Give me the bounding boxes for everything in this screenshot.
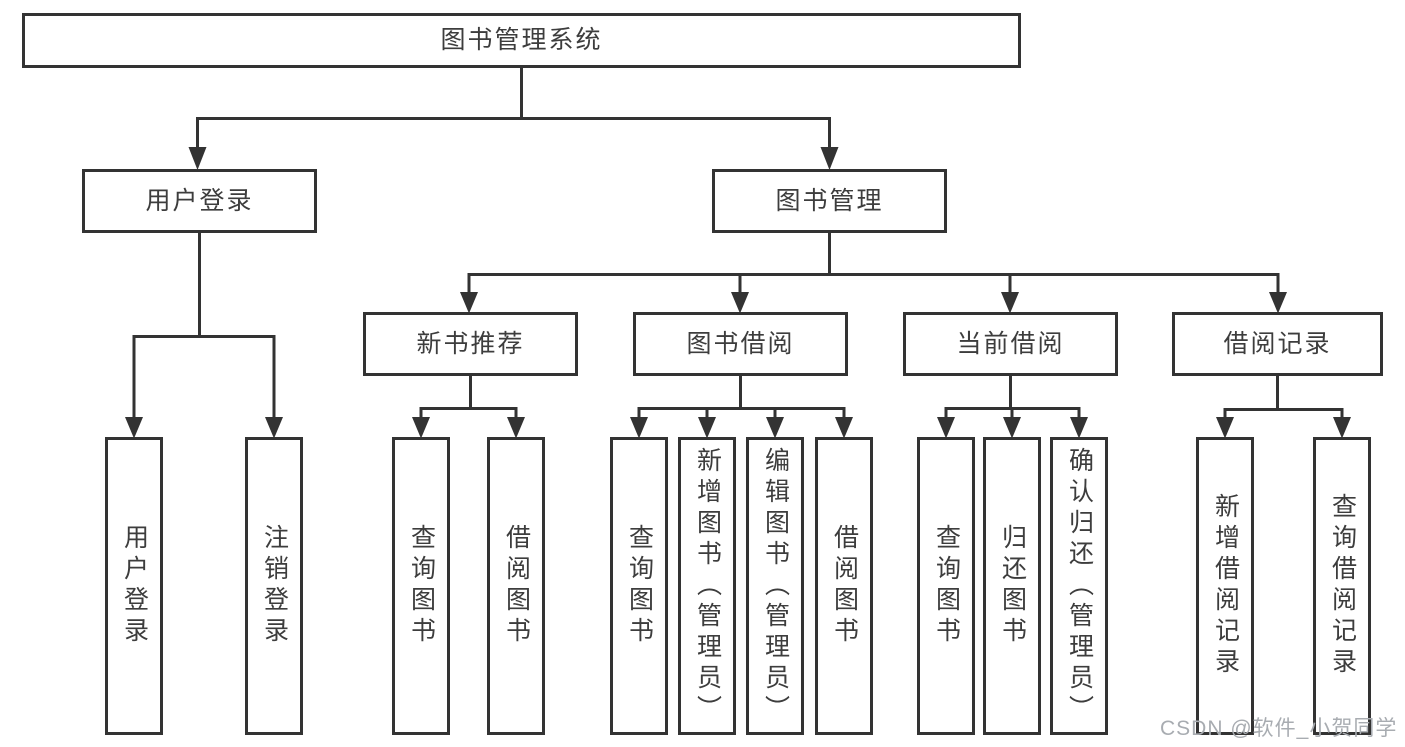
- arrowhead-down: [1001, 292, 1019, 314]
- arrowhead-down: [125, 417, 143, 439]
- arrowhead-down: [937, 417, 955, 439]
- leaf-bb-borrow-books: 借阅图书: [815, 437, 873, 735]
- leaf-br-add-record: 新增借阅记录: [1196, 437, 1254, 735]
- arrowhead-down: [766, 417, 784, 439]
- arrowhead-down: [265, 417, 283, 439]
- csdn-watermark: CSDN @软件_小贺同学: [1160, 717, 1398, 740]
- node-borrow-records: 借阅记录: [1172, 312, 1383, 376]
- arrowhead-down: [698, 417, 716, 439]
- arrowhead-down: [460, 292, 478, 314]
- leaf-br-query-record: 查询借阅记录: [1313, 437, 1371, 735]
- node-new-book-recommend: 新书推荐: [363, 312, 578, 376]
- node-user-login: 用户登录: [82, 169, 317, 233]
- arrowhead-down: [188, 147, 207, 170]
- leaf-bb-query-books: 查询图书: [610, 437, 668, 735]
- leaf-nbr-query-books: 查询图书: [392, 437, 450, 735]
- leaf-logout: 注销登录: [245, 437, 303, 735]
- node-current-borrowing: 当前借阅: [903, 312, 1118, 376]
- arrowhead-down: [1269, 292, 1287, 314]
- arrowhead-down: [1003, 417, 1021, 439]
- node-book-borrowing: 图书借阅: [633, 312, 848, 376]
- arrowhead-down: [731, 292, 749, 314]
- arrowhead-down: [1216, 417, 1234, 439]
- leaf-nbr-borrow-books: 借阅图书: [487, 437, 545, 735]
- leaf-cb-query-books: 查询图书: [917, 437, 975, 735]
- arrowhead-down: [820, 147, 839, 170]
- node-library-system: 图书管理系统: [22, 13, 1021, 68]
- arrowhead-down: [507, 417, 525, 439]
- arrowhead-down: [835, 417, 853, 439]
- arrowhead-down: [1333, 417, 1351, 439]
- leaf-cb-return-books: 归还图书: [983, 437, 1041, 735]
- arrowhead-down: [630, 417, 648, 439]
- node-book-management: 图书管理: [712, 169, 947, 233]
- leaf-user-login: 用户登录: [105, 437, 163, 735]
- arrowhead-down: [412, 417, 430, 439]
- leaf-cb-confirm-return-admin: 确认归还（管理员）: [1050, 437, 1108, 735]
- arrowhead-down: [1070, 417, 1088, 439]
- leaf-bb-edit-books-admin: 编辑图书（管理员）: [746, 437, 804, 735]
- leaf-bb-add-books-admin: 新增图书（管理员）: [678, 437, 736, 735]
